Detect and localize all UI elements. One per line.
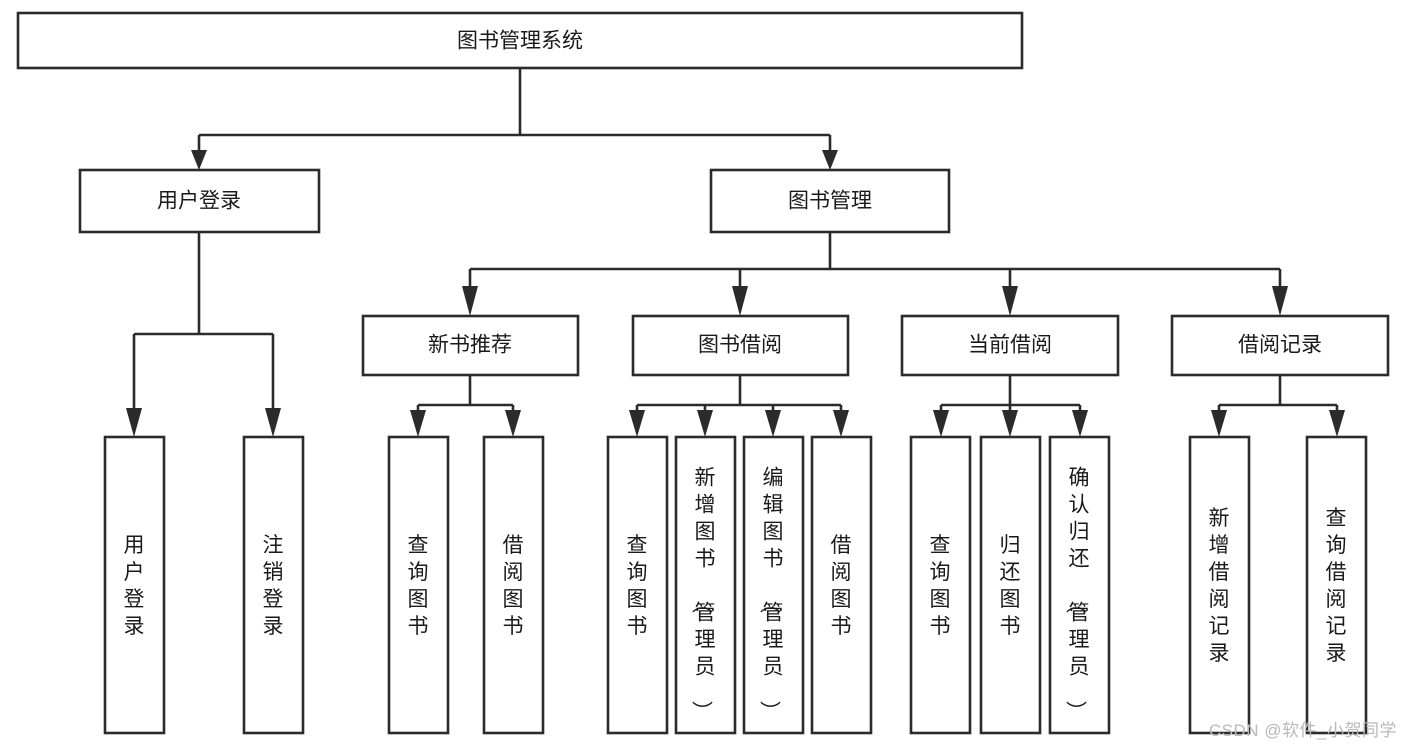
leaf-label: 用户登录	[124, 534, 145, 638]
leaf-node[interactable]: 用户登录	[103, 435, 166, 735]
arrow-head-leaf-logout	[265, 408, 281, 437]
leaf-node[interactable]: 查询图书	[909, 435, 972, 735]
arrow-head-book-manage	[822, 150, 838, 170]
node-borrow-record-label: 借阅记录	[1238, 334, 1322, 357]
leaf-box[interactable]	[387, 435, 450, 735]
node-current-borrow-box[interactable]	[900, 314, 1120, 377]
arrow-head-current-leaf-2	[1002, 410, 1018, 437]
leaf-node[interactable]: 编辑图书（管理员）	[742, 435, 805, 735]
node-book-borrow[interactable]: 图书借阅	[631, 314, 850, 377]
leaf-node[interactable]: 借阅图书	[810, 435, 873, 735]
leaf-node[interactable]: 归还图书	[979, 435, 1042, 735]
arrow-head-borrow-leaf-1	[629, 410, 645, 437]
node-borrow-record[interactable]: 借阅记录	[1170, 314, 1390, 377]
leaf-box[interactable]	[979, 435, 1042, 735]
node-root[interactable]: 图书管理系统	[16, 11, 1024, 70]
leaf-node[interactable]: 查询图书	[387, 435, 450, 735]
node-current-borrow-label: 当前借阅	[968, 334, 1052, 357]
node-user-login-label: 用户登录	[157, 190, 241, 213]
leaf-box[interactable]	[742, 435, 805, 735]
arrow-head-newbook-leaf-1	[410, 410, 426, 437]
arrow-head-newbook-leaf-2	[505, 410, 521, 437]
leaf-box[interactable]	[1305, 435, 1368, 735]
arrow-head-leaf-user-login	[126, 408, 142, 437]
node-book-manage-label: 图书管理	[788, 190, 872, 213]
node-book-borrow-box[interactable]	[631, 314, 850, 377]
arrow-head-record-leaf-1	[1211, 410, 1227, 437]
leaf-box[interactable]	[482, 435, 545, 735]
leaf-label: 借阅图书	[503, 534, 524, 638]
node-user-login[interactable]: 用户登录	[78, 168, 321, 234]
leaf-label: 归还图书	[1000, 534, 1021, 638]
arrow-head-user-login	[191, 150, 207, 170]
arrow-head-record-leaf-2	[1329, 410, 1345, 437]
leaf-node[interactable]: 注销登录	[242, 435, 305, 735]
leaf-label: 查询图书	[627, 534, 648, 638]
leaf-label: 借阅图书	[831, 534, 852, 638]
leaf-label: 编辑图书（管理员）	[758, 467, 784, 722]
node-book-manage-box[interactable]	[709, 168, 951, 234]
node-newbook-recommend[interactable]: 新书推荐	[361, 314, 580, 377]
leaf-node[interactable]: 新增借阅记录	[1188, 435, 1251, 735]
arrow-head-borrow-leaf-3	[765, 410, 781, 437]
node-borrow-record-box[interactable]	[1170, 314, 1390, 377]
node-book-borrow-label: 图书借阅	[698, 334, 782, 357]
node-book-manage[interactable]: 图书管理	[709, 168, 951, 234]
connector-layer	[126, 68, 1345, 437]
leaf-node[interactable]: 借阅图书	[482, 435, 545, 735]
leaf-label: 新增图书（管理员）	[690, 467, 716, 722]
node-user-login-box[interactable]	[78, 168, 321, 234]
leaf-box[interactable]	[810, 435, 873, 735]
leaf-box[interactable]	[674, 435, 737, 735]
arrow-head-borrow-leaf-2	[697, 410, 713, 437]
arrow-head-newbook	[462, 286, 478, 316]
arrow-head-current-leaf-3	[1072, 410, 1088, 437]
leaf-layer: 用户登录 注销登录 查询图书 借阅图书 查询图书 新增图书（管理员）	[103, 435, 1368, 735]
leaf-label: 新增借阅记录	[1209, 507, 1230, 665]
node-current-borrow[interactable]: 当前借阅	[900, 314, 1120, 377]
leaf-label: 查询图书	[930, 534, 951, 638]
arrow-head-borrow	[732, 286, 748, 316]
leaf-box[interactable]	[242, 435, 305, 735]
leaf-label: 查询借阅记录	[1326, 507, 1347, 665]
leaf-node[interactable]: 查询图书	[606, 435, 669, 735]
arrow-head-borrow-leaf-4	[833, 410, 849, 437]
leaf-label: 查询图书	[408, 534, 429, 638]
leaf-node[interactable]: 查询借阅记录	[1305, 435, 1368, 735]
leaf-node[interactable]: 新增图书（管理员）	[674, 435, 737, 735]
leaf-label: 注销登录	[263, 534, 284, 638]
node-newbook-recommend-box[interactable]	[361, 314, 580, 377]
leaf-box[interactable]	[1188, 435, 1251, 735]
node-root-label: 图书管理系统	[457, 30, 583, 53]
leaf-node[interactable]: 确认归还（管理员）	[1048, 435, 1111, 735]
leaf-label: 确认归还（管理员）	[1064, 467, 1090, 722]
leaf-box[interactable]	[606, 435, 669, 735]
leaf-box[interactable]	[1048, 435, 1111, 735]
leaf-box[interactable]	[103, 435, 166, 735]
arrow-head-current-borrow	[1002, 286, 1018, 316]
arrow-head-borrow-record	[1272, 286, 1288, 316]
node-root-box[interactable]	[16, 11, 1024, 70]
arrow-head-current-leaf-1	[933, 410, 949, 437]
leaf-box[interactable]	[909, 435, 972, 735]
node-newbook-recommend-label: 新书推荐	[428, 334, 512, 357]
